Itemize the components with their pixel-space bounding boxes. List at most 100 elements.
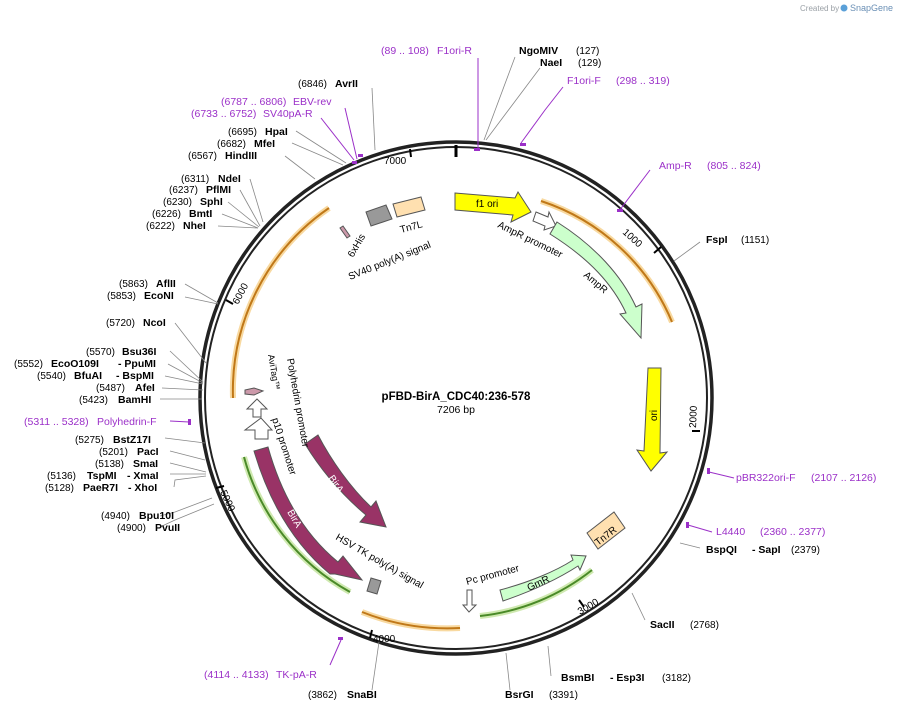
enzyme-hpai: HpaI(6695) [228,126,288,138]
enzyme-bmti: BmtI(6226) [152,208,212,220]
svg-text:NheI: NheI [183,220,206,232]
enzyme-sphi: SphI(6230) [163,196,223,208]
svg-text:(2107 .. 2126): (2107 .. 2126) [811,472,876,484]
enzyme-bspqi: BspQI- SapI(2379) [706,544,820,556]
svg-text:(3862): (3862) [308,690,337,701]
enzyme-hindiii: HindIII (6567) [188,150,257,162]
svg-text:PacI: PacI [137,446,159,458]
svg-text:(6787 .. 6806): (6787 .. 6806) [221,96,286,108]
svg-text:PvuII: PvuII [155,522,180,534]
svg-text:Pc promoter: Pc promoter [465,563,521,588]
primer-sv40pa-r: SV40pA-R (6733 .. 6752) [191,108,313,120]
plasmid-name: pFBD-BirA_CDC40:236-578 [382,391,532,403]
svg-text:(5570): (5570) [86,347,115,358]
svg-text:(5138): (5138) [95,459,124,470]
enzyme-pflmi: PflMI(6237) [169,184,231,196]
feature-avitag: AviTag™ [244,354,282,396]
svg-text:NaeI: NaeI [540,57,562,69]
tick-marks [215,148,700,639]
svg-text:(2379): (2379) [791,545,820,556]
plasmid-size: 7206 bp [437,404,475,416]
feature-bira-1: BirA [304,434,387,528]
svg-text:(5720): (5720) [106,318,135,329]
svg-text:EcoO109I: EcoO109I [51,358,99,370]
svg-text:- PpuMI: - PpuMI [118,358,156,370]
enzyme-bsmbi: BsmBI- Esp3I(3182) [561,672,691,684]
primer-labels: (89 .. 108)F1ori-R F1ori-F(298 .. 319) A… [24,45,876,681]
svg-text:NcoI: NcoI [143,317,166,329]
svg-text:(89 .. 108): (89 .. 108) [381,45,429,57]
svg-text:- XhoI: - XhoI [128,482,157,494]
enzyme-aflii: AflII(5863) [119,278,176,290]
svg-text:BsrGI: BsrGI [505,689,534,701]
svg-text:Amp-R: Amp-R [659,160,692,172]
primer-polyhedrin-f: Polyhedrin-F(5311 .. 5328) [24,416,157,428]
svg-text:L4440: L4440 [716,526,745,538]
feature-f1-ori: f1 ori [454,190,532,223]
svg-text:FspI: FspI [706,234,728,246]
backbone-outer [198,140,714,656]
svg-text:(4900): (4900) [117,523,146,534]
feature-6xhis: 6xHis [339,225,368,260]
tick-label-4000: 4000 [373,634,396,645]
svg-text:(4940): (4940) [101,511,130,522]
svg-text:f1 ori: f1 ori [476,199,498,210]
svg-text:ori: ori [649,410,660,421]
svg-text:TK-pA-R: TK-pA-R [276,669,317,681]
enzyme-ecoo109i: EcoO109I- PpuMI(5552) [14,358,156,370]
primer-f1ori-r: (89 .. 108)F1ori-R [381,45,472,57]
enzyme-ndei: NdeI(6311) [181,173,241,185]
svg-text:(6846): (6846) [298,79,327,90]
svg-text:Bpu10I: Bpu10I [139,510,174,522]
svg-text:(127): (127) [576,46,599,57]
svg-text:(6733 .. 6752): (6733 .. 6752) [191,108,256,120]
svg-text:(6567): (6567) [188,151,217,162]
svg-text:AflII: AflII [156,278,176,290]
enzyme-fspi: FspI (1151) [706,234,769,246]
enzyme-bfuai: BfuAI- BspMI(5540) [37,370,154,382]
svg-text:- Esp3I: - Esp3I [610,672,645,684]
svg-text:pBR322ori-F: pBR322ori-F [736,472,796,484]
svg-text:(6311): (6311) [181,174,209,185]
enzyme-mfei: MfeI(6682) [217,138,275,150]
svg-text:HpaI: HpaI [265,126,288,138]
svg-text:AvrII: AvrII [335,78,358,90]
svg-text:BstZ17I: BstZ17I [113,434,151,446]
enzyme-labels: NgoMIV(127) NaeI(129) FspI(1151) BspQI- … [14,45,820,701]
snapgene-brand: SnapGene [850,3,893,13]
svg-text:(129): (129) [578,58,601,69]
primer-ticks [188,143,710,640]
primer-f1ori-f: F1ori-F(298 .. 319) [567,75,670,87]
svg-text:(5487): (5487) [96,383,125,394]
svg-text:BmtI: BmtI [189,208,212,220]
svg-text:EBV-rev: EBV-rev [293,96,332,108]
svg-text:TspMI: TspMI [87,470,117,482]
tick-label-2000: 2000 [688,405,700,428]
svg-text:BfuAI: BfuAI [74,370,102,382]
svg-text:(5201): (5201) [99,447,128,458]
svg-text:(5136): (5136) [47,471,76,482]
enzyme-afei: AfeI(5487) [96,382,155,394]
svg-text:(298 .. 319): (298 .. 319) [616,75,670,87]
primer-l4440: L4440(2360 .. 2377) [716,526,825,538]
svg-text:BsmBI: BsmBI [561,672,594,684]
svg-text:PflMI: PflMI [206,184,231,196]
enzyme-pvuii: PvuII (4900) [117,522,180,534]
svg-text:- SapI: - SapI [752,544,781,556]
svg-text:SV40pA-R: SV40pA-R [263,108,313,120]
svg-text:(1151): (1151) [741,235,769,246]
svg-text:HindIII: HindIII [225,150,257,162]
primer-leaders [169,58,735,666]
enzyme-bsu36i: Bsu36I(5570) [86,346,157,358]
svg-text:(5128): (5128) [45,483,74,494]
primer-pbr322ori-f: pBR322ori-F (2107 .. 2126) [736,472,876,484]
enzyme-tspmi: TspMI - XmaI (5136) [47,470,159,482]
tick-label-7000: 7000 [384,156,407,167]
svg-text:Tn7L: Tn7L [399,219,424,236]
svg-text:- XmaI: - XmaI [127,470,159,482]
svg-text:Polyhedrin-F: Polyhedrin-F [97,416,157,428]
svg-text:NgoMIV: NgoMIV [519,45,558,57]
enzyme-avrii: AvrII (6846) [298,78,358,90]
svg-text:(6682): (6682) [217,139,246,150]
svg-text:SacII: SacII [650,619,675,631]
